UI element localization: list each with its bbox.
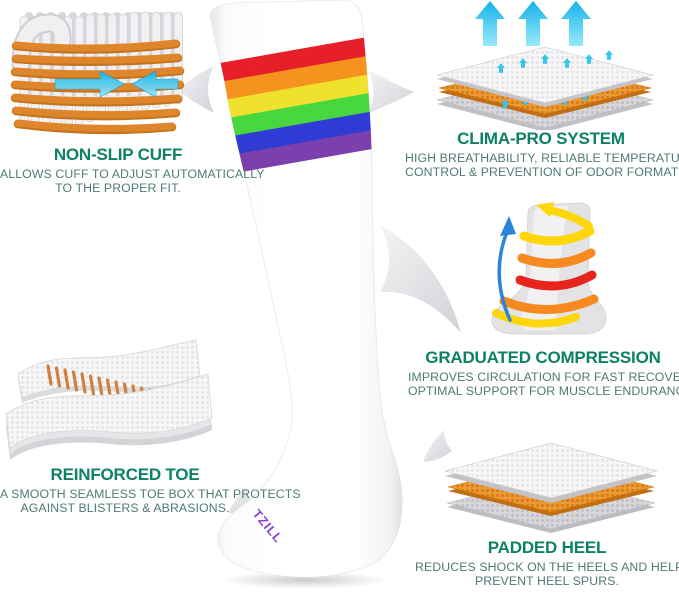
feature-title: CLIMA-PRO SYSTEM <box>457 129 625 148</box>
breathable-mesh-layers-icon <box>435 1 655 130</box>
decorative-curl-pointers <box>179 66 461 514</box>
feature-padded-heel: PADDED HEEL REDUCES SHOCK ON THE HEELS A… <box>415 423 679 589</box>
feature-description: IMPROVES CIRCULATION FOR FAST RECOVERY, … <box>408 370 679 398</box>
feature-non-slip-cuff: NON-SLIP CUFF ALLOWS CUFF TO ADJUST AUTO… <box>0 0 265 196</box>
sock-shadow <box>200 569 410 591</box>
woven-cuff-icon <box>10 11 185 135</box>
feature-description: HIGH BREATHABILITY, RELIABLE TEMPERATURE… <box>405 151 679 179</box>
inward-arrows-icon <box>54 70 179 98</box>
feature-description: ALLOWS CUFF TO ADJUST AUTOMATICALLY TO T… <box>0 167 265 195</box>
feature-description: REDUCES SHOCK ON THE HEELS AND HELPS PRE… <box>415 560 679 588</box>
feature-title: REINFORCED TOE <box>50 465 200 484</box>
feature-title: GRADUATED COMPRESSION <box>425 348 661 367</box>
feature-title: PADDED HEEL <box>487 538 607 557</box>
padded-layers-icon <box>443 442 659 533</box>
stitched-mesh-icon <box>5 339 213 460</box>
feature-description: A SMOOTH SEAMLESS TOE BOX THAT PROTECTS … <box>0 487 301 515</box>
feature-clima-pro-system: CLIMA-PRO SYSTEM HIGH BREATHABILITY, REL… <box>405 0 679 180</box>
mesh-layer-top <box>435 46 655 107</box>
feature-title: NON-SLIP CUFF <box>53 145 183 164</box>
compression-bands <box>492 202 599 328</box>
circulation-arrow-icon <box>497 216 516 322</box>
mesh-sheet-front <box>5 373 213 460</box>
heel-layer-top <box>443 442 659 503</box>
up-arrows-icon <box>475 1 591 46</box>
compression-leg-icon <box>491 202 607 335</box>
feature-reinforced-toe: REINFORCED TOE A SMOOTH SEAMLESS TOE BOX… <box>0 330 301 516</box>
feature-graduated-compression: GRADUATED COMPRESSION IMPROVES CIRCULATI… <box>408 200 679 399</box>
